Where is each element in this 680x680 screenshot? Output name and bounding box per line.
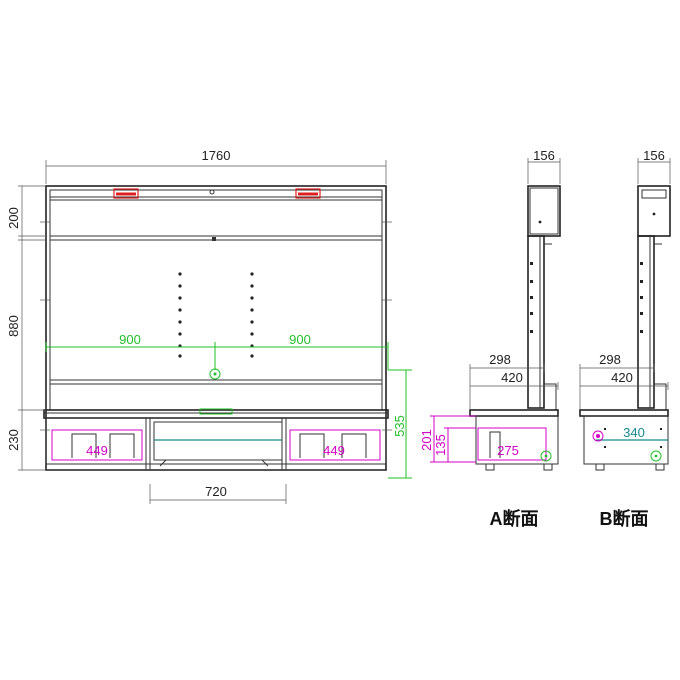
mounting-holes-left <box>178 272 182 358</box>
label-width-total: 1760 <box>202 148 231 163</box>
mounting-holes-right <box>250 272 254 358</box>
label-b-depth-base: 420 <box>611 370 633 385</box>
label-drawer-left: 449 <box>86 443 108 458</box>
section-a-depth-dims: 298 420 <box>469 352 559 410</box>
label-drawer-right: 449 <box>323 443 345 458</box>
front-outer-frame <box>45 185 387 471</box>
section-b-caption: B断面 <box>600 508 649 529</box>
label-a-depth-shelf: 298 <box>489 352 511 367</box>
label-a-inner-depth: 275 <box>497 443 519 458</box>
label-b-inner-depth: 340 <box>623 425 645 440</box>
tv-width-guide: 900 900 <box>45 332 389 380</box>
base-center-green-mark <box>199 408 233 415</box>
label-center-opening: 720 <box>205 484 227 499</box>
dimension-center-opening: 720 <box>149 484 287 504</box>
front-top-box <box>49 189 383 201</box>
front-top-red-mark-right <box>295 188 321 199</box>
section-a-view: 156 275 298 <box>419 148 561 529</box>
section-a-inner-heights: 201 135 <box>419 415 476 463</box>
label-height-base: 230 <box>6 429 21 451</box>
label-height-top: 200 <box>6 207 21 229</box>
section-b-depth-top: 156 <box>637 148 671 184</box>
section-a-depth-top: 156 <box>527 148 561 184</box>
label-height-panel: 880 <box>6 315 21 337</box>
drawer-right: 449 <box>289 429 381 461</box>
center-opening <box>153 421 283 461</box>
front-view: 1760 <box>6 148 412 504</box>
section-a-caption: A断面 <box>490 508 539 529</box>
label-b-depth-shelf: 298 <box>599 352 621 367</box>
dimension-width-total: 1760 <box>45 148 387 184</box>
label-height-right: 535 <box>392 415 407 437</box>
label-panel-half-right: 900 <box>289 332 311 347</box>
panel-center-hook <box>212 237 216 241</box>
label-panel-half-left: 900 <box>119 332 141 347</box>
drawer-left: 449 <box>51 429 143 461</box>
label-a-depth-base: 420 <box>501 370 523 385</box>
front-top-red-mark-left <box>113 188 139 199</box>
dimension-height-right: 535 <box>388 369 412 479</box>
label-b-depth-top: 156 <box>643 148 665 163</box>
section-b-depth-dims: 298 420 <box>579 352 669 410</box>
label-a-inner-height-outer: 201 <box>419 429 434 451</box>
label-a-inner-height: 135 <box>433 434 448 456</box>
dimension-heights-left: 200 880 230 <box>6 185 46 471</box>
section-b-view: 156 340 <box>579 148 671 529</box>
label-a-depth-top: 156 <box>533 148 555 163</box>
